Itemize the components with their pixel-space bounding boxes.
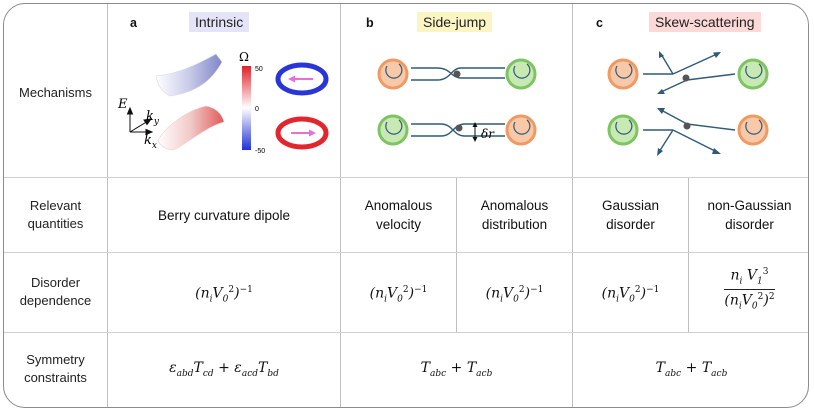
row-label-relevant: Relevant quantities	[4, 197, 107, 232]
green-particle-3	[737, 58, 769, 90]
delta-r-label: δr	[481, 127, 495, 141]
green-particle	[505, 58, 537, 90]
row-label-relevant-2: quantities	[27, 215, 84, 231]
impurity-skew-bottom	[683, 122, 691, 130]
panel-title-skew-scattering: Skew-scattering	[649, 12, 761, 32]
upper-band-surface	[155, 53, 223, 97]
row-label-symmetry-2: constraints	[24, 369, 87, 385]
non-gaussian-disorder-formula: ni V13(niV02)2	[724, 267, 775, 312]
row-label-disorder: Disorder dependence	[4, 274, 107, 309]
axis-ky: ky	[146, 109, 160, 127]
divider-col-2	[340, 4, 341, 407]
gaussian-disorder-2: disorder	[606, 216, 655, 232]
skew-scattering-diagram	[607, 51, 769, 156]
side-jump-diagram: δr	[377, 58, 537, 146]
non-gaussian-disorder-1: non-Gaussian	[707, 198, 792, 213]
orange-particle-2	[505, 114, 537, 146]
panel-title-side-jump: Side-jump	[417, 12, 493, 32]
side-jump-top-process	[377, 58, 537, 90]
anomalous-velocity-2: velocity	[375, 216, 421, 232]
intrinsic-symmetry-formula: εabdTcd + εacdTbd	[169, 360, 279, 379]
divider-col-3	[572, 4, 573, 407]
divider-row-3	[4, 332, 808, 333]
anomalous-distribution: Anomalous distribution	[457, 197, 572, 235]
intrinsic-disorder-formula: (niV02)−1	[195, 285, 253, 305]
row-label-disorder-1: Disorder	[30, 275, 81, 290]
divider-sub-b	[456, 177, 457, 332]
green-particle-4	[607, 114, 639, 146]
blue-orbit-arrowhead-icon	[288, 75, 295, 83]
intrinsic-diagram: E ky kx Ω 50 0 -50	[117, 50, 329, 155]
panel-letter-c: c	[596, 16, 603, 30]
lower-band-surface	[157, 105, 225, 151]
impurity-skew-top	[682, 74, 690, 82]
panel-title-intrinsic: Intrinsic	[189, 12, 250, 32]
orange-particle	[377, 58, 409, 90]
gaussian-disorder: Gaussian disorder	[573, 197, 688, 235]
side-jump-bottom-process: δr	[377, 114, 537, 146]
non-gaussian-disorder: non-Gaussian disorder	[689, 197, 808, 235]
anomalous-distribution-1: Anomalous	[480, 198, 549, 213]
panel-letter-a: a	[130, 16, 137, 30]
anomalous-distribution-2: distribution	[481, 216, 548, 232]
trajectory-top	[411, 67, 505, 79]
velocity-disorder-formula: (niV02)−1	[369, 285, 428, 305]
distribution-disorder-formula: (niV02)−1	[485, 285, 544, 305]
skew-bottom-process	[607, 108, 769, 156]
side-jump-symmetry-formula: Tabc + Tacb	[420, 360, 493, 379]
figure-frame: Mechanisms Relevant quantities Disorder …	[3, 3, 809, 408]
divider-col-1	[107, 4, 108, 407]
gaussian-disorder-formula: (niV02)−1	[601, 285, 660, 305]
axis-energy: E	[117, 97, 128, 112]
non-gaussian-disorder-2: disorder	[725, 216, 774, 232]
row-label-symmetry: Symmetry constraints	[4, 351, 107, 386]
berry-curvature-dipole: Berry curvature dipole	[157, 208, 291, 223]
orange-particle-3	[607, 58, 639, 90]
anomalous-velocity-1: Anomalous	[364, 198, 433, 213]
row-label-mechanisms: Mechanisms	[19, 85, 92, 100]
row-label-relevant-1: Relevant	[29, 198, 82, 213]
row-label-disorder-2: dependence	[19, 292, 92, 308]
divider-sub-c	[688, 177, 689, 332]
berry-colorbar	[242, 66, 251, 150]
red-orbit-arrowhead-icon	[309, 129, 316, 137]
panel-letter-b: b	[366, 16, 374, 30]
divider-row-2	[4, 252, 808, 253]
colorbar-tick-top: 50	[255, 66, 263, 73]
skew-symmetry-formula: Tabc + Tacb	[655, 360, 728, 379]
row-label-symmetry-1: Symmetry	[26, 352, 85, 367]
colorbar-tick-mid: 0	[255, 106, 259, 113]
skew-top-process	[607, 51, 769, 94]
red-orbit-ring	[275, 116, 329, 150]
axis-kx: kx	[144, 133, 157, 151]
impurity-top	[453, 70, 461, 78]
colorbar-omega: Ω	[239, 50, 249, 64]
divider-row-1	[4, 177, 808, 178]
anomalous-velocity: Anomalous velocity	[341, 197, 456, 235]
orange-particle-4	[737, 114, 769, 146]
colorbar-tick-bot: -50	[255, 148, 265, 155]
blue-orbit-ring	[275, 62, 329, 96]
green-particle-2	[377, 114, 409, 146]
axes-icon	[126, 106, 154, 136]
gaussian-disorder-1: Gaussian	[601, 198, 660, 213]
impurity-bottom	[455, 124, 463, 132]
